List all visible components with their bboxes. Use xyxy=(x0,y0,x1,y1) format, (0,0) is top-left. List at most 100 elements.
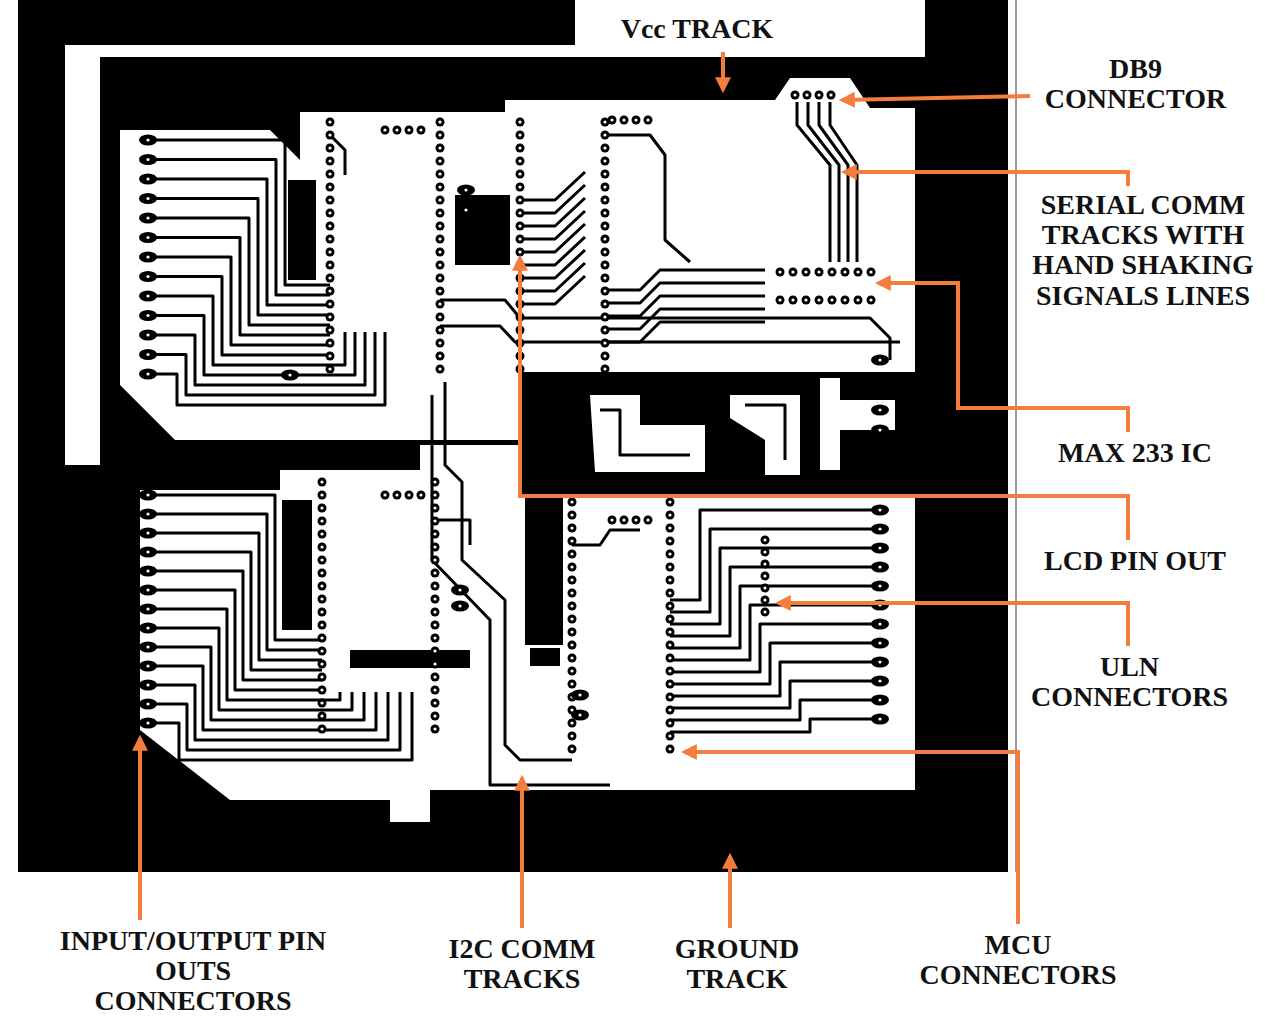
drill-hole xyxy=(146,588,149,591)
drill-hole xyxy=(320,519,323,522)
drill-hole xyxy=(438,354,441,357)
pin-pad xyxy=(761,584,770,593)
drill-hole xyxy=(518,172,521,175)
pin-pad xyxy=(318,595,327,604)
drill-hole xyxy=(438,120,441,123)
drill-hole xyxy=(603,172,606,175)
connector-pad xyxy=(139,291,157,302)
pin-pad xyxy=(326,352,335,361)
leader-line xyxy=(844,172,1128,186)
drill-hole xyxy=(570,669,573,672)
pin-pad xyxy=(318,621,327,630)
drill-hole xyxy=(419,493,422,496)
pin-pad xyxy=(666,732,675,741)
drill-hole xyxy=(763,562,766,565)
pin-pad xyxy=(516,118,525,127)
copper-track xyxy=(156,238,330,336)
pin-pad xyxy=(601,222,610,231)
drill-hole xyxy=(383,493,386,496)
copper-track xyxy=(156,692,400,750)
pin-pad xyxy=(568,654,577,663)
drill-hole xyxy=(320,493,323,496)
drill-hole xyxy=(668,617,671,620)
connector-pad xyxy=(871,425,889,436)
drill-hole xyxy=(146,664,149,667)
drill-hole xyxy=(570,682,573,685)
drill-hole xyxy=(320,662,323,665)
drill-hole xyxy=(610,118,613,121)
drill-hole xyxy=(518,120,521,123)
drill-hole xyxy=(830,298,833,301)
callout-label: LCD PIN OUT xyxy=(1025,546,1245,576)
drill-hole xyxy=(603,211,606,214)
drill-hole xyxy=(328,354,331,357)
pin-pad xyxy=(568,745,577,754)
drill-hole xyxy=(603,328,606,331)
connector-pad xyxy=(139,330,157,341)
drill-hole xyxy=(668,669,671,672)
drill-hole xyxy=(146,569,149,572)
drill-hole xyxy=(518,211,521,214)
leader-line xyxy=(728,856,732,928)
connector-pad xyxy=(139,509,157,520)
pin-pad xyxy=(431,673,440,682)
drill-hole xyxy=(328,289,331,292)
pin-pad xyxy=(318,686,327,695)
drill-hole xyxy=(328,328,331,331)
pin-pad xyxy=(516,209,525,218)
pin-pad xyxy=(436,131,445,140)
drill-hole xyxy=(603,146,606,149)
drill-hole xyxy=(146,372,149,375)
drill-hole xyxy=(570,617,573,620)
pin-pad xyxy=(789,296,798,305)
copper-track xyxy=(670,529,872,612)
pin-pad xyxy=(666,706,675,715)
copper-track xyxy=(600,410,690,455)
drill-hole xyxy=(570,604,573,607)
pin-pad xyxy=(568,680,577,689)
drill-hole xyxy=(804,298,807,301)
copper-track xyxy=(156,332,375,395)
drill-hole xyxy=(383,128,386,131)
drill-hole xyxy=(763,610,766,613)
pin-pad xyxy=(318,517,327,526)
drill-hole xyxy=(518,185,521,188)
pin-pad xyxy=(436,183,445,192)
leader-line xyxy=(778,603,1128,646)
pin-pad xyxy=(601,287,610,296)
connector-pad xyxy=(871,543,889,554)
drill-hole xyxy=(518,198,521,201)
pin-pad xyxy=(666,667,675,676)
pin-pad xyxy=(431,660,440,669)
copper-track xyxy=(156,590,322,690)
connector-pad xyxy=(139,271,157,282)
drill-hole xyxy=(458,604,461,607)
pin-pad xyxy=(828,268,837,277)
copper-track xyxy=(819,102,848,262)
callout-label: GROUND TRACK xyxy=(650,934,824,994)
drill-hole xyxy=(438,133,441,136)
pin-pad xyxy=(431,634,440,643)
pin-pad xyxy=(516,248,525,257)
pin-pad xyxy=(815,296,824,305)
pin-pad xyxy=(326,313,335,322)
pin-pad xyxy=(608,116,617,125)
drill-hole xyxy=(804,270,807,273)
pin-pad xyxy=(666,654,675,663)
pin-pad xyxy=(326,300,335,309)
drill-hole xyxy=(438,185,441,188)
pin-pad xyxy=(326,365,335,374)
connector-pad xyxy=(871,581,889,592)
pin-pad xyxy=(431,543,440,552)
drill-hole xyxy=(433,636,436,639)
connector-pad xyxy=(451,601,469,612)
drill-hole xyxy=(146,683,149,686)
drill-hole xyxy=(603,250,606,253)
pin-pad xyxy=(326,287,335,296)
drill-hole xyxy=(146,158,149,161)
pin-pad xyxy=(601,274,610,283)
drill-hole xyxy=(146,512,149,515)
drill-hole xyxy=(878,660,881,663)
copper-track xyxy=(156,332,385,405)
